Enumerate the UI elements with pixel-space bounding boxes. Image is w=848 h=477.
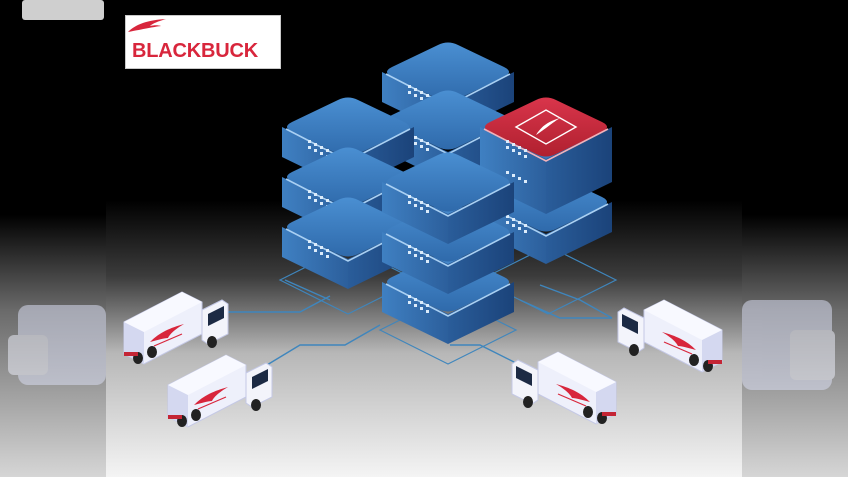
blackbuck-bird-icon (128, 19, 166, 32)
right-blur-band (742, 0, 848, 477)
server-cluster (282, 42, 612, 344)
left-blur-band (0, 0, 106, 477)
delivery-truck-icon (167, 354, 273, 428)
right-blur-truck (742, 300, 835, 390)
server-block (382, 152, 514, 244)
left-blur-top-card (22, 0, 104, 20)
network-line (261, 324, 381, 369)
network-line (222, 295, 331, 313)
network-line (450, 344, 521, 366)
left-blur-truck (8, 305, 106, 385)
platform-outline (478, 245, 618, 315)
brand-name: BLACKBUCK (132, 40, 258, 62)
network-line (539, 284, 613, 319)
truck-fleet (123, 291, 723, 428)
brand-logo: BLACKBUCK (125, 15, 281, 69)
delivery-truck-icon (511, 351, 617, 425)
server-block (282, 197, 414, 289)
highlight-server-block (480, 97, 612, 189)
blackbuck-bird-icon (536, 118, 560, 135)
network-line (284, 279, 331, 301)
delivery-truck-icon (617, 299, 723, 373)
delivery-truck-icon (123, 291, 229, 365)
